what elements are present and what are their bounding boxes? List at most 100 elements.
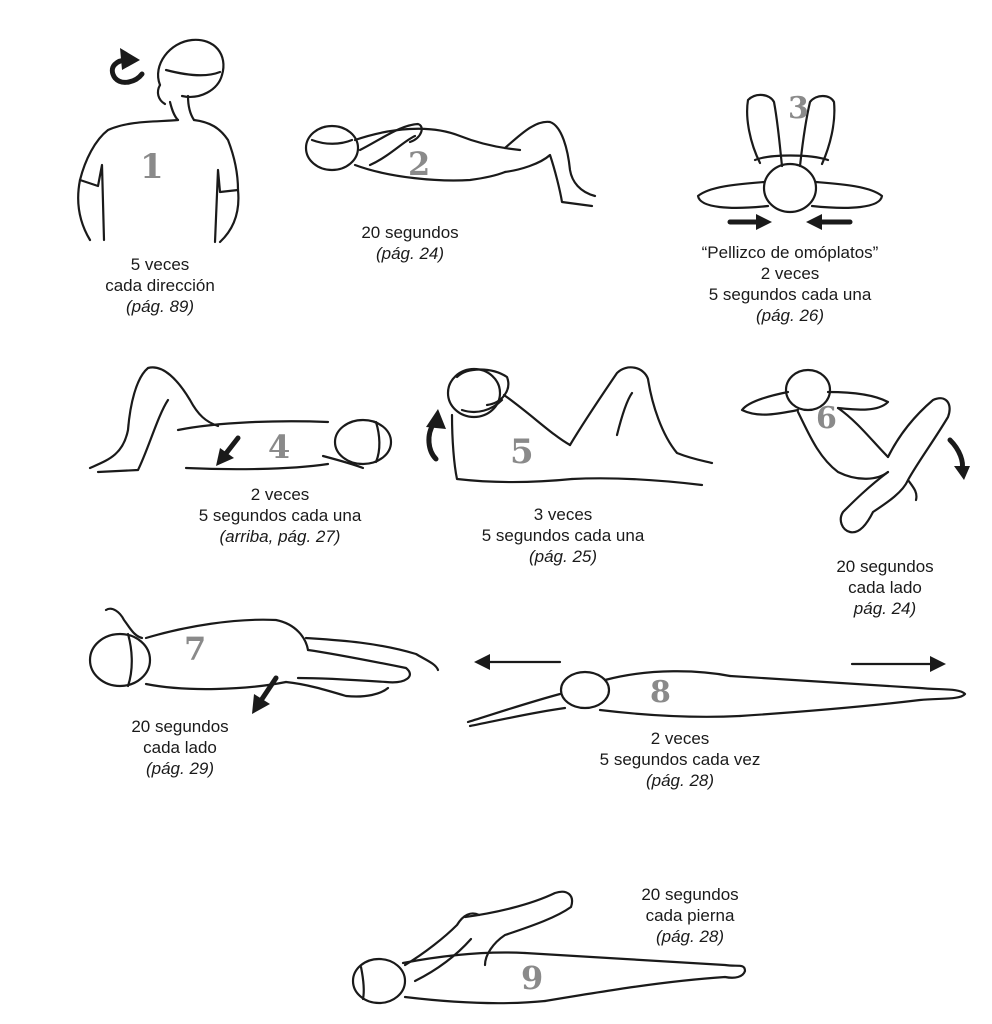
arms	[104, 607, 144, 640]
caption-line: 2 veces	[650, 729, 710, 748]
down-arrow-icon	[947, 437, 965, 473]
exercise-6-caption: 20 segundos cada lado pág. 24)	[800, 556, 970, 619]
cap-band	[164, 68, 222, 77]
page-reference: (pág. 28)	[645, 771, 715, 790]
legs	[839, 397, 951, 534]
cap-band	[359, 965, 365, 1001]
exercise-3-figure: 3	[696, 91, 884, 230]
caption-line: 20 segundos	[131, 717, 229, 736]
cap-band	[374, 420, 381, 464]
exercise-5-figure: 5	[426, 366, 714, 487]
torso-outline	[753, 154, 830, 162]
caption-line: cada lado	[143, 738, 217, 757]
arms	[358, 122, 423, 167]
arms	[696, 180, 884, 209]
left-arrowhead	[756, 214, 772, 230]
page-reference: (pág. 25)	[528, 547, 598, 566]
legs	[746, 93, 836, 168]
left-arrowhead	[474, 654, 490, 670]
down-arrowhead	[252, 694, 270, 714]
torso-outline	[796, 406, 890, 480]
page-reference: pág. 24)	[853, 599, 917, 618]
legs	[728, 674, 967, 718]
legs	[88, 366, 220, 474]
head-outline	[351, 957, 407, 1005]
page-reference: (pág. 24)	[375, 244, 445, 263]
page-reference: (pág. 89)	[125, 297, 195, 316]
down-arrowhead	[954, 466, 970, 480]
exercise-5-caption: 3 veces 5 segundos cada una (pág. 25)	[448, 504, 678, 567]
down-arrow-icon	[257, 675, 279, 705]
exercise-4-figure: 4	[88, 366, 393, 474]
exercise-2-caption: 20 segundos (pág. 24)	[330, 222, 490, 264]
exercise-number: 8	[650, 675, 671, 710]
caption-line: 3 veces	[533, 505, 593, 524]
exercise-1-figure: 1	[77, 38, 240, 244]
page-reference: (pág. 29)	[145, 759, 215, 778]
neck	[168, 94, 196, 122]
rotation-arrowhead	[120, 48, 140, 70]
head-outline	[157, 38, 225, 98]
cap-band	[310, 138, 354, 145]
head-outline	[762, 162, 818, 214]
caption-line: 5 segundos cada vez	[599, 750, 761, 769]
legs	[463, 890, 747, 1003]
head-outline	[304, 124, 360, 172]
face	[156, 83, 167, 106]
exercise-1-caption: 5 veces cada dirección (pág. 89)	[70, 254, 250, 317]
arms	[466, 692, 567, 728]
exercise-number: 6	[816, 401, 837, 436]
caption-line: 5 segundos cada una	[481, 526, 645, 545]
caption-line: 5 segundos cada una	[708, 285, 872, 304]
arms	[321, 454, 365, 470]
exercise-number: 7	[184, 630, 206, 668]
head-outline	[88, 632, 152, 688]
exercise-number: 4	[268, 428, 290, 466]
head-outline	[333, 418, 393, 466]
page-reference: (pág. 28)	[655, 927, 725, 946]
exercise-7-figure: 7	[88, 607, 440, 714]
caption-line: 20 segundos	[836, 557, 934, 576]
exercise-7-caption: 20 segundos cada lado (pág. 29)	[90, 716, 270, 779]
exercise-8-figure: 8	[466, 654, 967, 728]
legs	[568, 366, 714, 487]
caption-line: 2 veces	[760, 264, 820, 283]
torso-outline	[144, 618, 310, 691]
down-arrowhead	[216, 448, 234, 466]
exercise-2-figure: 2	[304, 120, 597, 208]
page-reference: (pág. 26)	[755, 306, 825, 325]
exercise-number: 2	[408, 145, 430, 183]
caption-line: 5 segundos cada una	[198, 506, 362, 525]
head-outline	[446, 367, 502, 419]
caption-line: cada lado	[848, 578, 922, 597]
caption-line: cada dirección	[105, 276, 215, 295]
arms	[403, 912, 481, 983]
legs	[284, 636, 440, 698]
curve-arrow-icon	[426, 420, 439, 462]
caption-line: 2 veces	[250, 485, 310, 504]
arms	[740, 390, 890, 416]
exercise-number: 1	[140, 147, 164, 187]
caption-line: cada pierna	[645, 906, 735, 925]
exercise-6-figure: 6	[740, 368, 970, 534]
caption-line: 20 segundos	[361, 223, 459, 242]
cap-band	[126, 632, 133, 688]
torso-outline	[450, 393, 574, 484]
caption-line: 5 veces	[130, 255, 190, 274]
head-outline	[559, 670, 611, 710]
exercise-4-caption: 2 veces 5 segundos cada una (arriba, pág…	[160, 484, 400, 547]
right-arrowhead	[806, 214, 822, 230]
torso-outline	[353, 127, 522, 182]
right-arrowhead	[930, 656, 946, 672]
exercise-number: 5	[510, 432, 534, 472]
exercise-9-figure: 9	[351, 890, 747, 1005]
exercise-number: 9	[521, 959, 543, 997]
exercise-number: 3	[788, 91, 809, 126]
torso-outline	[401, 951, 547, 1005]
arms	[455, 368, 510, 414]
curve-arrowhead	[426, 409, 446, 429]
head-outline	[784, 368, 832, 412]
rotation-arrow-icon	[109, 57, 145, 85]
legs	[503, 120, 597, 208]
torso-outline	[176, 420, 330, 471]
